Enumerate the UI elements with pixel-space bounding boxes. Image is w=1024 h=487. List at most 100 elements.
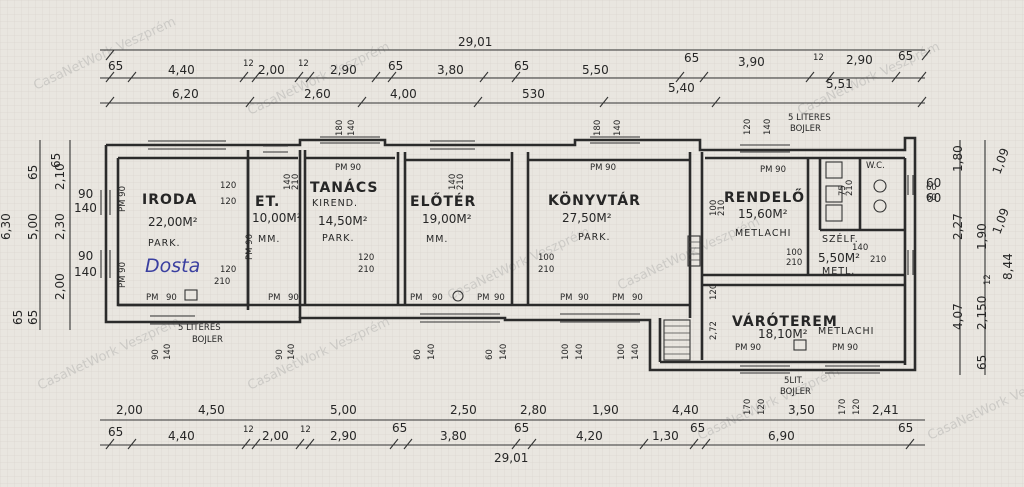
door-labels: PM 90 PM 90 PM 90 120 120 120 210 PM 90 … [118, 163, 886, 353]
svg-text:180: 180 [335, 120, 345, 136]
svg-text:210: 210 [214, 277, 230, 287]
svg-text:100: 100 [617, 344, 627, 360]
svg-text:140: 140 [287, 344, 297, 360]
svg-text:29,01: 29,01 [458, 35, 492, 49]
svg-text:60: 60 [413, 349, 423, 360]
svg-text:PM: PM [146, 293, 158, 303]
svg-text:PM: PM [612, 293, 624, 303]
svg-text:65: 65 [388, 59, 403, 73]
svg-text:5,51: 5,51 [826, 77, 853, 91]
svg-text:120: 120 [220, 197, 236, 207]
svg-text:5 LITERES: 5 LITERES [178, 323, 221, 333]
svg-text:METL.: METL. [822, 266, 855, 277]
svg-text:12: 12 [298, 59, 309, 69]
svg-text:2,90: 2,90 [330, 63, 357, 77]
left-dimensions: 6,30 5,00 65 65 2,10 2,30 2,00 65 90 140… [0, 140, 97, 330]
svg-text:210: 210 [786, 258, 802, 268]
svg-text:65: 65 [690, 421, 705, 435]
svg-text:5LIT.: 5LIT. [784, 376, 804, 386]
svg-text:140: 140 [448, 174, 458, 190]
svg-text:60: 60 [485, 349, 495, 360]
svg-text:210: 210 [291, 174, 301, 190]
svg-text:3,80: 3,80 [440, 429, 467, 443]
svg-text:PM: PM [410, 293, 422, 303]
svg-text:90: 90 [166, 293, 177, 303]
svg-text:19,00M²: 19,00M² [422, 212, 472, 226]
stairs [663, 235, 701, 361]
svg-text:210: 210 [870, 255, 886, 265]
svg-text:2,27: 2,27 [951, 213, 965, 240]
svg-text:120: 120 [709, 284, 719, 300]
svg-text:PM 90: PM 90 [245, 234, 255, 260]
svg-text:120: 120 [852, 399, 862, 415]
svg-text:14,50M²: 14,50M² [318, 214, 368, 228]
svg-text:BOJLER: BOJLER [790, 124, 821, 134]
right-dimensions: 1,80 60 60 2,27 1,90 4,07 2,150 12 65 8,… [926, 140, 1015, 375]
svg-text:PM: PM [560, 293, 572, 303]
svg-text:60: 60 [926, 183, 937, 193]
svg-text:90: 90 [632, 293, 643, 303]
windows [100, 136, 914, 374]
svg-text:5,00: 5,00 [330, 403, 357, 417]
svg-text:5,50: 5,50 [582, 63, 609, 77]
svg-text:SZÉLF.: SZÉLF. [822, 233, 859, 245]
signature: Dosta [145, 255, 200, 277]
svg-text:65: 65 [49, 153, 63, 168]
svg-text:3,90: 3,90 [738, 55, 765, 69]
svg-text:2,10: 2,10 [53, 163, 67, 190]
svg-text:ET.: ET. [255, 194, 280, 210]
svg-text:210: 210 [358, 265, 374, 275]
svg-text:2,72: 2,72 [709, 321, 719, 340]
svg-text:PARK.: PARK. [148, 238, 180, 249]
top-dimensions: 29,01 65 4,40 12 2,00 12 2,90 65 3,80 65… [100, 35, 931, 108]
svg-text:12: 12 [243, 59, 254, 69]
svg-text:2,150: 2,150 [975, 296, 989, 330]
svg-text:530: 530 [522, 87, 545, 101]
svg-text:6,20: 6,20 [172, 87, 199, 101]
room-szelf: SZÉLF. 5,50M² METL. [818, 233, 860, 277]
bottom-dimensions: 2,00 4,50 5,00 2,50 2,80 1,90 4,40 3,50 … [100, 403, 925, 465]
room-rendelo: RENDELŐ 15,60M² METLACHI [724, 188, 804, 239]
svg-text:5,00: 5,00 [26, 213, 40, 240]
svg-text:1,80: 1,80 [951, 145, 965, 172]
svg-text:180: 180 [593, 120, 603, 136]
svg-text:15,60M²: 15,60M² [738, 207, 788, 221]
svg-text:22,00M²: 22,00M² [148, 215, 198, 229]
svg-text:2,00: 2,00 [262, 429, 289, 443]
svg-text:5,50M²: 5,50M² [818, 251, 860, 265]
svg-text:PM 90: PM 90 [335, 163, 361, 173]
svg-text:2,90: 2,90 [846, 53, 873, 67]
svg-text:4,20: 4,20 [576, 429, 603, 443]
svg-text:4,40: 4,40 [168, 429, 195, 443]
svg-text:210: 210 [456, 174, 466, 190]
svg-text:100: 100 [786, 248, 802, 258]
svg-text:1,30: 1,30 [652, 429, 679, 443]
svg-text:VÁRÓTEREM: VÁRÓTEREM [732, 312, 838, 330]
room-eloter: ELŐTÉR 19,00M² MM. [410, 192, 475, 245]
svg-text:65: 65 [108, 425, 123, 439]
svg-text:METLACHI: METLACHI [818, 326, 874, 337]
svg-text:140: 140 [347, 120, 357, 136]
svg-text:90: 90 [78, 187, 93, 201]
svg-text:65: 65 [108, 59, 123, 73]
svg-text:2,00: 2,00 [116, 403, 143, 417]
boiler-notes: 5 LITERES BOJLER 5 LITERES BOJLER 5LIT. … [178, 113, 831, 397]
svg-text:3,50: 3,50 [788, 403, 815, 417]
svg-text:170: 170 [838, 399, 848, 415]
svg-text:2,41: 2,41 [872, 403, 899, 417]
svg-text:140: 140 [575, 344, 585, 360]
svg-text:1,90: 1,90 [592, 403, 619, 417]
svg-text:120: 120 [757, 399, 767, 415]
svg-text:100: 100 [709, 200, 719, 216]
svg-text:60: 60 [926, 193, 937, 203]
svg-text:90: 90 [432, 293, 443, 303]
svg-text:140: 140 [763, 119, 773, 135]
svg-text:90: 90 [494, 293, 505, 303]
svg-text:1,90: 1,90 [975, 223, 989, 250]
room-tanacs: TANÁCS KIREND. 14,50M² PARK. [310, 179, 377, 244]
svg-text:PM 90: PM 90 [735, 343, 761, 353]
svg-text:2,30: 2,30 [53, 213, 67, 240]
svg-text:MM.: MM. [258, 234, 280, 245]
svg-text:PM 90: PM 90 [118, 262, 128, 288]
